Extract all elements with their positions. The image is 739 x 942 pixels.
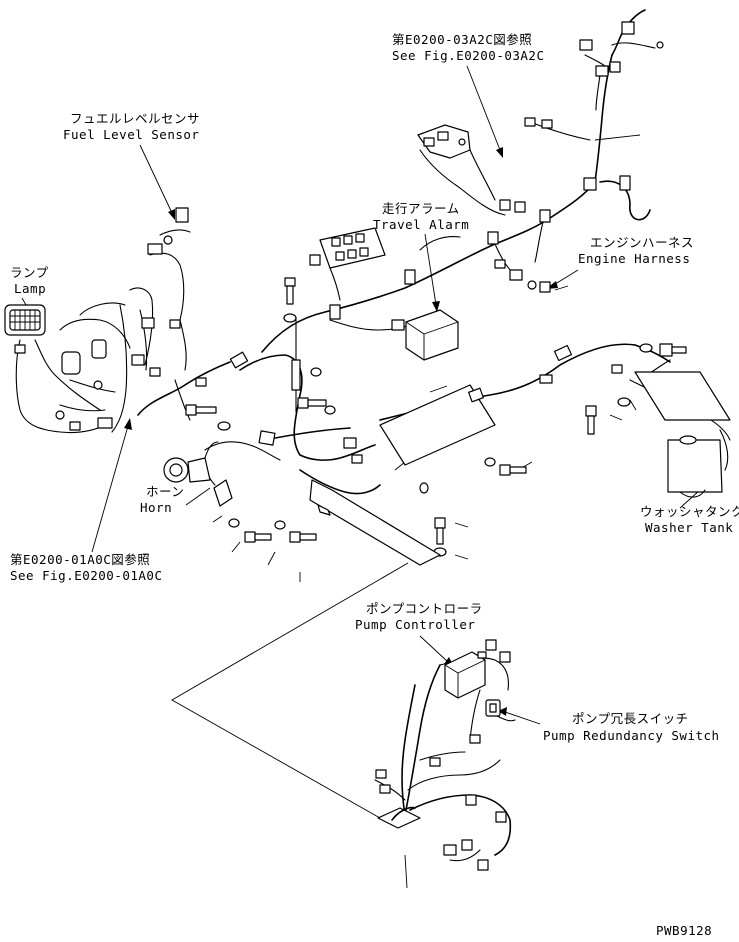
relay-2 [91, 339, 107, 359]
ref-lower-en: See Fig.E0200-01A0C [10, 568, 163, 583]
fuel-sensor-en: Fuel Level Sensor [63, 127, 199, 142]
pump-base-plate [377, 807, 421, 829]
horn-bracket [213, 479, 233, 507]
fasteners [185, 277, 687, 557]
label-fuel-level-sensor: フュエルレベルセンサ Fuel Level Sensor [63, 111, 200, 142]
label-pump-redundancy-switch: ポンプ冗長スイッチ Pump Redundancy Switch [543, 711, 720, 743]
fuel-sensor-connector [175, 207, 189, 223]
washer-tank-body [667, 439, 723, 493]
alarm-connector [391, 319, 405, 331]
lamp-en: Lamp [14, 281, 46, 296]
stud [291, 359, 301, 391]
travel-alarm-group [391, 309, 459, 361]
pump-controller-en: Pump Controller [355, 617, 475, 632]
ref-lower-ja: 第E0200-01A0C図参照 [10, 552, 150, 567]
bracket-body [417, 124, 471, 159]
connector-c [149, 367, 161, 377]
bolt-1 [284, 277, 296, 305]
washer-tank-en: Washer Tank [645, 520, 733, 535]
bolt-lower-1 [434, 517, 446, 545]
connector-a [141, 317, 155, 329]
washer-tank-ja: ウォッシャタンク [640, 504, 739, 519]
fuel-sensor-ja: フュエルレベルセンサ [70, 111, 200, 126]
relay-block-body [319, 227, 386, 269]
travel-alarm-ja: 走行アラーム [382, 201, 460, 216]
label-washer-tank: ウォッシャタンク Washer Tank [640, 504, 739, 535]
pump-controller-ja: ポンプコントローラ [366, 601, 483, 616]
horn-en: Horn [140, 500, 172, 515]
cover-plate-center [379, 384, 496, 466]
bolt-center [499, 464, 527, 476]
label-ref-upper: 第E0200-03A2C図参照 See Fig.E0200-03A2C [392, 32, 545, 63]
bolt-lower-3 [289, 531, 317, 543]
pump-switch-en: Pump Redundancy Switch [543, 728, 720, 743]
ref-upper-en: See Fig.E0200-03A2C [392, 48, 545, 63]
drawing-number: PWB9128 [656, 923, 712, 938]
clamps [195, 344, 623, 464]
pump-section [171, 562, 516, 871]
label-lamp: ランプ Lamp [10, 265, 49, 296]
bolt-3 [185, 404, 217, 416]
bolt-lower-2 [244, 531, 272, 543]
engine-harness-ja: エンジンハーネス [590, 235, 694, 250]
connector-b [131, 354, 145, 366]
upper-right-connectors [309, 21, 664, 320]
connector-f [14, 344, 26, 354]
relay-1 [61, 351, 81, 375]
bolt-2 [297, 397, 327, 409]
washer-tank [667, 435, 723, 498]
label-travel-alarm: 走行アラーム Travel Alarm [373, 201, 469, 232]
horn [163, 441, 233, 507]
lamp-ja: ランプ [10, 265, 49, 280]
lower-duct [309, 479, 441, 566]
pump-controller-body [444, 651, 486, 699]
bolt-right-1 [659, 343, 687, 357]
cover-plate-right [634, 371, 731, 421]
washer-1 [283, 313, 297, 323]
leader-lines [21, 65, 703, 889]
label-horn: ホーン Horn [140, 484, 184, 515]
upper-bracket [417, 124, 471, 159]
fuel-sensor-plug [147, 243, 163, 255]
connector-g [169, 319, 181, 329]
bolt-right-2 [585, 405, 597, 435]
connector-d [97, 417, 113, 429]
duct-covers [309, 371, 731, 566]
horn-ja: ホーン [146, 484, 184, 499]
ref-upper-ja: 第E0200-03A2C図参照 [392, 32, 532, 47]
pump-switch-ja: ポンプ冗長スイッチ [572, 711, 689, 726]
travel-alarm-en: Travel Alarm [373, 217, 469, 232]
label-engine-harness: エンジンハーネス Engine Harness [578, 235, 694, 266]
label-ref-lower: 第E0200-01A0C図参照 See Fig.E0200-01A0C [10, 552, 163, 583]
travel-alarm-body [405, 309, 459, 361]
label-pump-controller: ポンプコントローラ Pump Controller [355, 601, 483, 632]
engine-harness-en: Engine Harness [578, 251, 690, 266]
washer-tank-cap [679, 435, 697, 445]
relay-block [319, 227, 386, 301]
left-cluster [4, 207, 191, 434]
connector-e [69, 421, 81, 431]
